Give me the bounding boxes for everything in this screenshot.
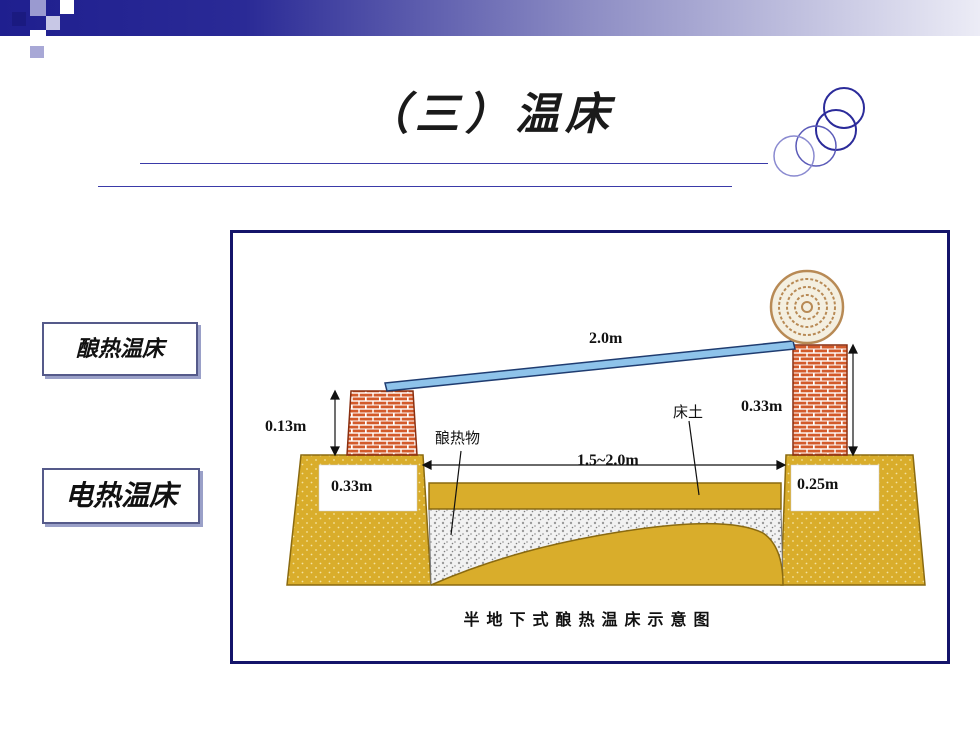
sidebar-item-fermentation-hotbed[interactable]: 酿热温床	[42, 322, 198, 376]
left-depth-label: 0.33m	[331, 478, 373, 495]
right-height-arrow	[848, 343, 858, 457]
sidebar-item-electric-hotbed[interactable]: 电热温床	[42, 468, 200, 524]
fermenting-material-leader	[450, 450, 462, 536]
corner-square-6	[30, 46, 44, 58]
left-brick-wall	[346, 390, 418, 456]
ground-soil-mound	[430, 522, 784, 586]
title-underline-bottom	[98, 186, 732, 187]
sidebar-item-label: 电热温床	[64, 479, 177, 512]
hotbed-diagram-frame: 2.0m 0.13m 0.33m 0.33m 0.25m 1.5~2.0m 酿热…	[230, 230, 950, 664]
bed-width-label: 1.5~2.0m	[577, 452, 639, 469]
glass-length-label: 2.0m	[589, 330, 623, 347]
page-title: （三）温床	[365, 89, 615, 140]
decorative-circles	[773, 87, 865, 177]
sidebar-item-label: 酿热温床	[75, 336, 164, 362]
right-wall-height-label: 0.33m	[741, 398, 783, 415]
bed-width-arrow	[421, 460, 787, 470]
header-gradient-bar	[0, 0, 980, 36]
glass-window-frame	[384, 340, 796, 392]
left-wall-height-label: 0.13m	[265, 418, 307, 435]
bed-soil-leader	[688, 420, 700, 496]
straw-mat-roll	[769, 269, 845, 345]
right-brick-wall	[792, 344, 848, 456]
corner-square-2	[30, 0, 46, 16]
corner-square-5	[30, 30, 46, 46]
corner-square-3	[46, 16, 60, 30]
bed-soil-layer	[428, 482, 782, 510]
hotbed-diagram: 2.0m 0.13m 0.33m 0.33m 0.25m 1.5~2.0m 酿热…	[265, 269, 926, 629]
corner-square-1	[12, 12, 26, 26]
right-depth-label: 0.25m	[797, 476, 839, 493]
fermenting-material-label: 酿热物	[435, 429, 480, 447]
diagram-caption: 半地下式酿热温床示意图	[463, 610, 716, 629]
right-depth-box	[790, 464, 880, 512]
left-height-arrow	[330, 389, 340, 457]
left-depth-box	[318, 464, 418, 512]
bed-soil-label: 床土	[673, 403, 703, 421]
title-underline-top	[140, 163, 768, 164]
corner-square-4	[60, 0, 74, 14]
